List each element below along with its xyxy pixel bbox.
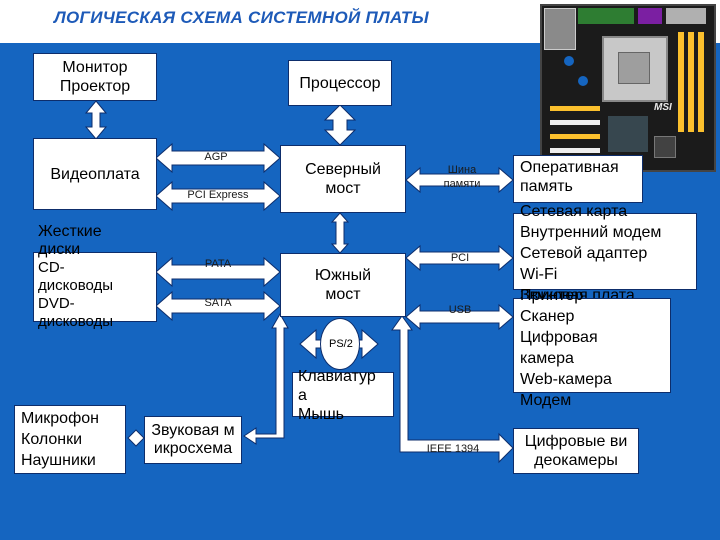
keyboard-mouse-list: Клавиатур а Мышь xyxy=(298,368,376,423)
bus-label-sata: SATA xyxy=(204,297,232,309)
arrow-monitor-videocard xyxy=(84,100,108,140)
bus-label-ieee1394: IEEE 1394 xyxy=(426,443,480,455)
pci-devices-box: Сетевая карта Внутренний модем Сетевой а… xyxy=(513,203,697,304)
motherboard-brand-label: MSI xyxy=(654,102,672,113)
videocard-box: Видеоплата xyxy=(33,138,157,210)
bus-label-memory: Шина памяти xyxy=(443,164,481,190)
bus-label-pci: PCI xyxy=(450,252,470,264)
northbridge-box: Северный мост xyxy=(280,145,406,213)
ram-box: Оперативная память xyxy=(513,155,643,203)
arrow-north-south xyxy=(330,212,350,254)
storage-box: Жесткие диски CD- дисководы DVD- дисково… xyxy=(33,223,157,330)
digital-video-box: Цифровые видеокамеры xyxy=(513,428,639,474)
bus-label-pci-express: PCI Express xyxy=(187,189,249,201)
audio-devices-box: Микрофон Колонки Наушники xyxy=(14,405,126,474)
monitor-box: Монитор Проектор xyxy=(33,53,157,101)
southbridge-box: Южный мост xyxy=(280,253,406,317)
usb-device-list: Принтер Сканер Цифровая камера Web-камер… xyxy=(520,287,612,409)
arrow-ieee1394 xyxy=(391,315,514,464)
keyboard-mouse-box: Клавиатур а Мышь xyxy=(292,368,394,423)
bus-label-agp: AGP xyxy=(204,151,228,163)
storage-device-list: Жесткие диски CD- дисководы DVD- дисково… xyxy=(38,223,114,330)
usb-devices-box: Принтер Сканер Цифровая камера Web-камер… xyxy=(513,287,671,409)
arrow-sound-chip xyxy=(243,312,289,445)
ps2-port: PS/2 xyxy=(320,318,360,370)
processor-box: Процессор xyxy=(288,60,392,106)
sound-chip-box: Звуковая микросхема xyxy=(144,416,242,464)
bus-label-usb: USB xyxy=(448,304,472,316)
page-title: ЛОГИЧЕСКАЯ СХЕМА СИСТЕМНОЙ ПЛАТЫ xyxy=(54,8,429,27)
arrow-audio xyxy=(127,429,145,447)
motherboard-photo: MSI xyxy=(540,4,716,172)
bus-label-pata: PATA xyxy=(204,258,232,270)
arrow-processor-northbridge xyxy=(323,104,357,146)
